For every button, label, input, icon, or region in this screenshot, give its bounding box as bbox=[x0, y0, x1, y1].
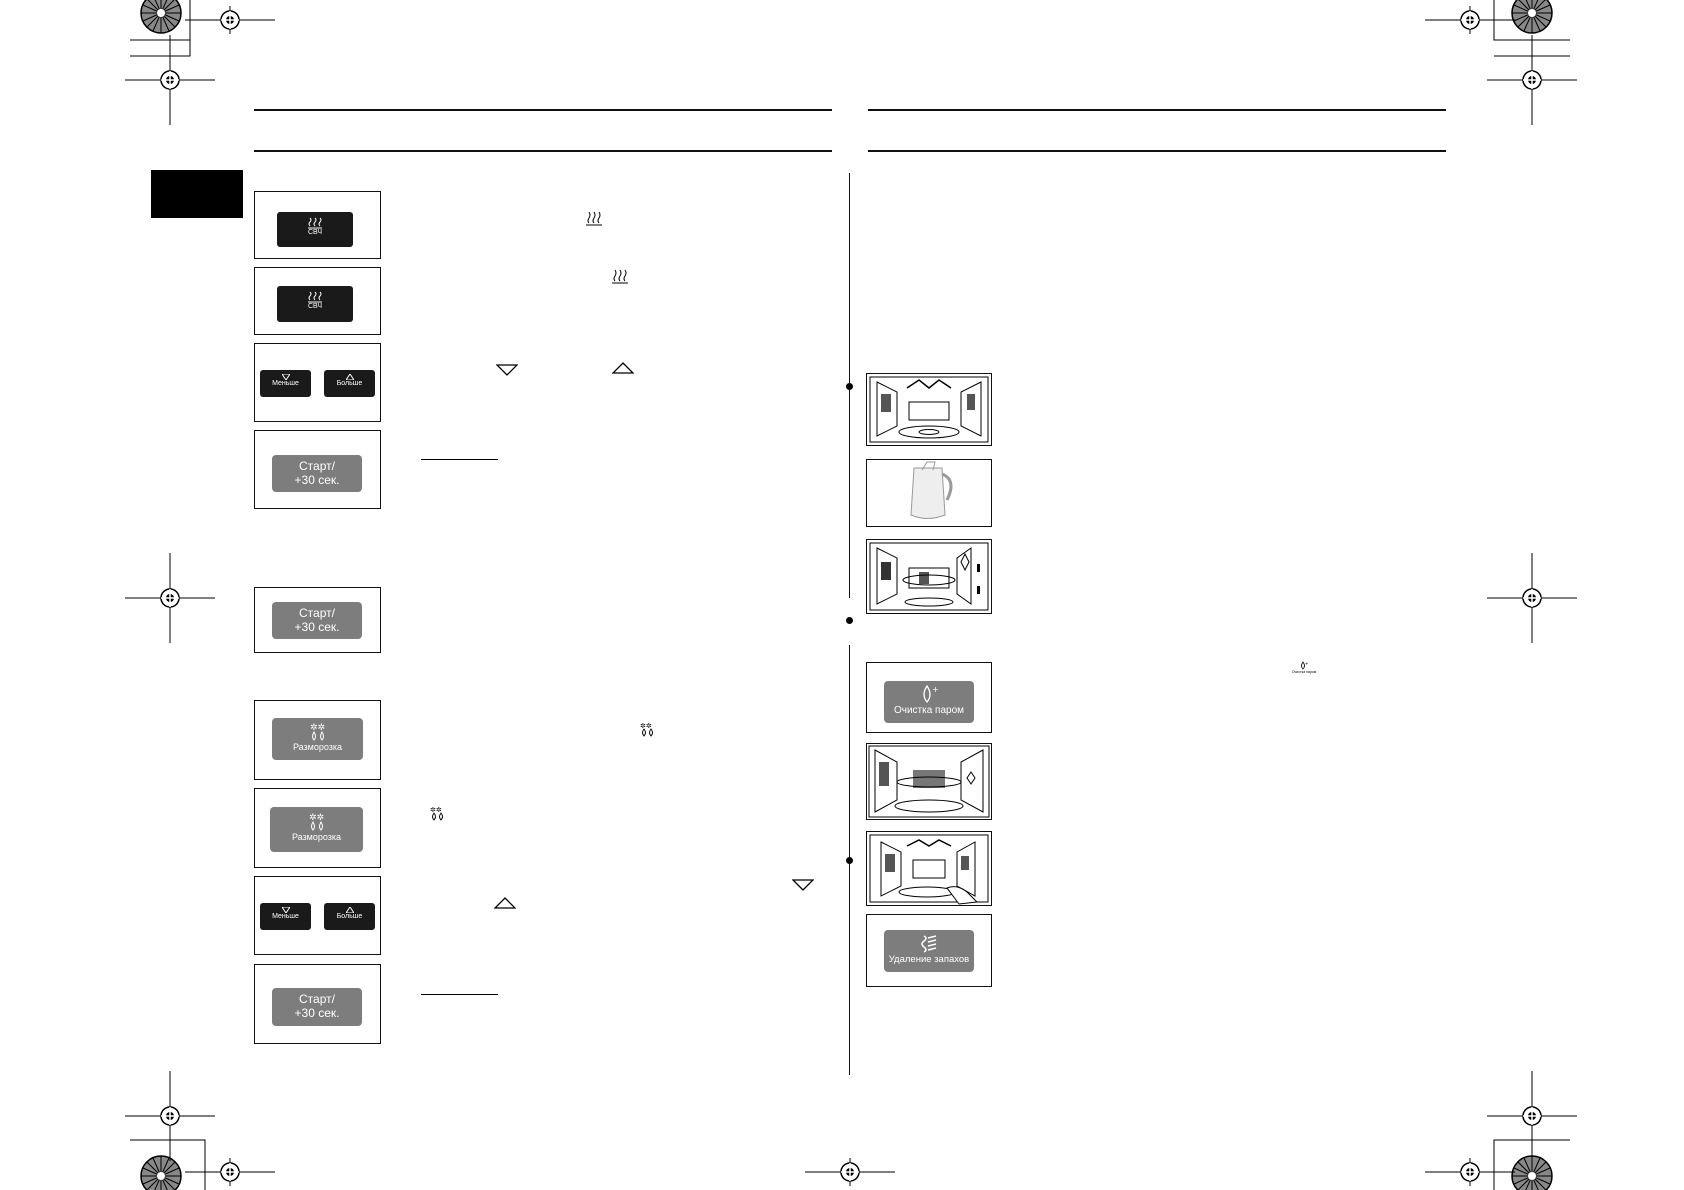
panel-microwave-2: СВЧ bbox=[254, 267, 381, 335]
triangle-down-icon bbox=[496, 364, 518, 376]
steam-clean-label: Очистка паром bbox=[893, 705, 965, 716]
illustration-cup bbox=[866, 459, 992, 527]
microwave-label: СВЧ bbox=[307, 303, 323, 310]
start-label-line2: +30 сек. bbox=[294, 620, 340, 634]
panel-deodorize: Удаление запахов bbox=[866, 914, 992, 987]
svg-text:+: + bbox=[932, 685, 939, 694]
illustration-oven-interior-4 bbox=[866, 831, 992, 906]
more-button[interactable]: Больше bbox=[324, 370, 375, 397]
panel-start-1: Старт/ +30 сек. bbox=[254, 430, 381, 509]
snowflake-drops-icon: ✲✲ bbox=[640, 722, 653, 737]
defrost-label: Разморозка bbox=[292, 742, 343, 752]
snowflake-drops-icon: ✲✲ bbox=[310, 723, 325, 741]
panel-less-more-2: Меньше Больше bbox=[254, 876, 381, 955]
triangle-up-icon bbox=[345, 907, 354, 913]
microwave-label: СВЧ bbox=[307, 229, 323, 236]
less-label: Меньше bbox=[272, 913, 299, 920]
language-tab bbox=[151, 170, 243, 218]
steam-clean-button[interactable]: + Очистка паром bbox=[884, 681, 974, 723]
steam-clean-inline: + Очистка паром bbox=[1286, 661, 1322, 677]
snowflake-drops-icon: ✲✲ bbox=[430, 806, 443, 821]
defrost-label: Разморозка bbox=[291, 832, 342, 842]
microwave-waves-icon bbox=[308, 291, 322, 303]
oven-interior-image bbox=[869, 376, 989, 443]
svg-text:✲✲: ✲✲ bbox=[640, 722, 652, 730]
panel-start-2: Старт/ +30 сек. bbox=[254, 587, 381, 653]
defrost-button[interactable]: ✲✲ Разморозка bbox=[270, 807, 363, 852]
defrost-button[interactable]: ✲✲ Разморозка bbox=[272, 718, 363, 760]
triangle-up-icon bbox=[494, 897, 516, 909]
microwave-waves-icon bbox=[586, 211, 602, 226]
oven-interior-image bbox=[869, 834, 989, 905]
svg-text:✲✲: ✲✲ bbox=[309, 813, 324, 823]
deodorize-label: Удаление запахов bbox=[888, 954, 970, 965]
less-button[interactable]: Меньше bbox=[260, 903, 311, 930]
water-drop-icon: + bbox=[1301, 661, 1308, 670]
oven-interior-image bbox=[869, 542, 989, 611]
microwave-waves-icon bbox=[612, 269, 628, 284]
underline-rule bbox=[421, 459, 498, 460]
water-drop-icon: + bbox=[923, 684, 939, 703]
panel-steam-clean: + Очистка паром bbox=[866, 662, 992, 733]
svg-text:✲✲: ✲✲ bbox=[430, 806, 442, 814]
triangle-up-icon bbox=[345, 374, 354, 380]
panel-less-more-1: Меньше Больше bbox=[254, 343, 381, 422]
svg-text:+: + bbox=[1305, 661, 1308, 666]
less-button[interactable]: Меньше bbox=[260, 370, 311, 397]
start-label-line2: +30 сек. bbox=[294, 473, 340, 487]
triangle-down-icon bbox=[792, 879, 814, 891]
triangle-up-icon bbox=[612, 362, 634, 374]
panel-microwave-1: СВЧ bbox=[254, 191, 381, 259]
start-label-line1: Старт/ bbox=[299, 992, 335, 1006]
start-button[interactable]: Старт/ +30 сек. bbox=[272, 988, 362, 1026]
right-header-rule-top bbox=[868, 109, 1446, 111]
left-header-rule-top bbox=[254, 109, 832, 111]
start-button[interactable]: Старт/ +30 сек. bbox=[272, 602, 362, 639]
triangle-down-icon bbox=[281, 907, 290, 913]
snowflake-drops-icon: ✲✲ bbox=[309, 813, 324, 831]
steam-lines-icon bbox=[921, 935, 937, 953]
microwave-waves-icon bbox=[308, 217, 322, 229]
svg-text:✲✲: ✲✲ bbox=[310, 723, 325, 733]
deodorize-button[interactable]: Удаление запахов bbox=[884, 930, 974, 972]
illustration-oven-interior-2 bbox=[866, 539, 992, 614]
start-label-line1: Старт/ bbox=[299, 459, 335, 473]
panel-defrost-1: ✲✲ Разморозка bbox=[254, 700, 381, 780]
microwave-button[interactable]: СВЧ bbox=[277, 286, 353, 322]
panel-defrost-2: ✲✲ Разморозка bbox=[254, 788, 381, 868]
illustration-oven-interior-3 bbox=[866, 743, 992, 820]
right-header-rule-bottom bbox=[868, 150, 1446, 152]
bullet-3 bbox=[846, 857, 853, 864]
bullet-2 bbox=[846, 617, 853, 624]
more-label: Больше bbox=[336, 913, 363, 920]
underline-rule bbox=[421, 994, 498, 995]
start-label-line1: Старт/ bbox=[299, 606, 335, 620]
oven-interior-image bbox=[868, 745, 990, 818]
cup-image bbox=[910, 461, 953, 519]
steam-clean-caption: Очистка паром bbox=[1291, 670, 1317, 674]
bullet-1 bbox=[846, 383, 853, 390]
panel-start-3: Старт/ +30 сек. bbox=[254, 964, 381, 1044]
triangle-down-icon bbox=[281, 374, 290, 380]
less-label: Меньше bbox=[272, 380, 299, 387]
start-label-line2: +30 сек. bbox=[294, 1006, 340, 1020]
more-button[interactable]: Больше bbox=[324, 903, 375, 930]
microwave-button[interactable]: СВЧ bbox=[277, 212, 353, 247]
illustration-oven-interior-1 bbox=[866, 373, 992, 446]
left-header-rule-bottom bbox=[254, 150, 832, 152]
start-button[interactable]: Старт/ +30 сек. bbox=[272, 455, 362, 492]
more-label: Больше bbox=[336, 380, 363, 387]
